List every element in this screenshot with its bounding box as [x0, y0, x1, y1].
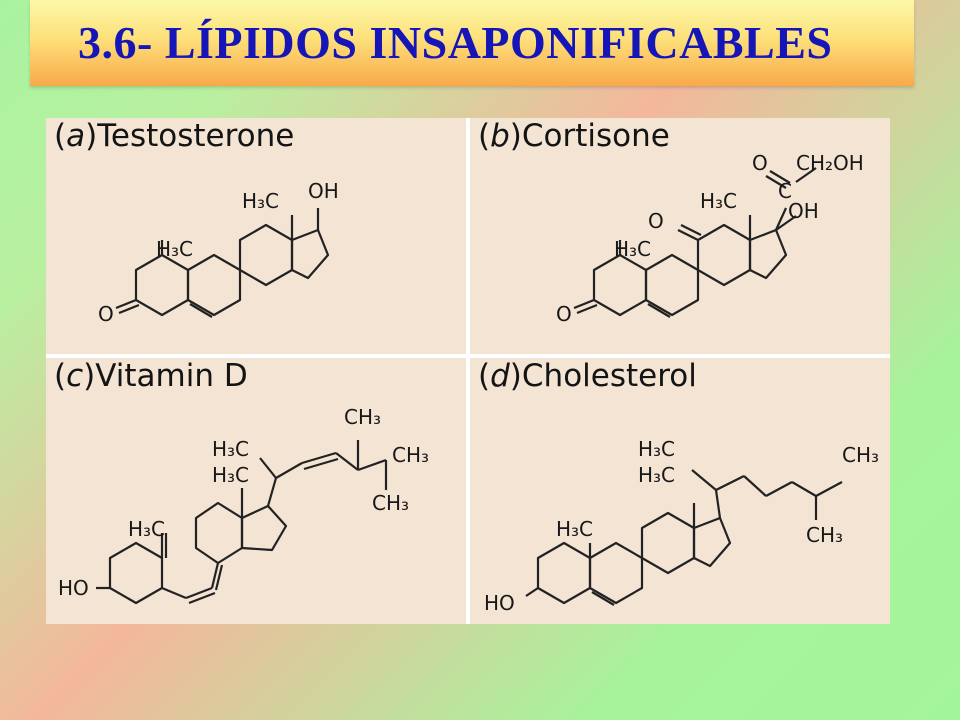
- label-ch3-c1: CH₃: [344, 405, 381, 429]
- label-h3c-b2: H₃C: [700, 189, 737, 213]
- label-ho-c: HO: [58, 576, 89, 600]
- panel-label-cholesterol: (d)Cholesterol: [478, 358, 697, 394]
- atom-o: O: [98, 302, 114, 326]
- panel-vitamin-d: (c)Vitamin D HO H₃C H₃C H₃C CH₃ CH₃ CH₃: [46, 358, 466, 624]
- panel-cortisone: (b)Cortisone O O H₃C H₃C OH C O CH₂OH: [470, 118, 890, 354]
- label-h3c-b1: H₃C: [614, 237, 651, 261]
- page-title: 3.6- LÍPIDOS INSAPONIFICABLES: [78, 17, 833, 68]
- label-h3c-d1: H₃C: [556, 517, 593, 541]
- label-oh-b: OH: [788, 199, 819, 223]
- atom-o-b2: O: [648, 209, 664, 233]
- label-h3c-c3: H₃C: [212, 463, 249, 487]
- panel-label-vitamin-d: (c)Vitamin D: [54, 358, 248, 394]
- title-banner: 3.6- LÍPIDOS INSAPONIFICABLES: [30, 0, 914, 86]
- label-h3c-a1: H₃C: [156, 237, 193, 261]
- label-ch3-c2: CH₃: [392, 443, 429, 467]
- label-h3c-c1: H₃C: [128, 517, 165, 541]
- atom-o-b1: O: [556, 302, 572, 326]
- label-ch3-c3: CH₃: [372, 491, 409, 515]
- panel-testosterone: (a)Testosterone O H₃C H₃C OH: [46, 118, 466, 354]
- vitamin-d-structure: HO H₃C H₃C H₃C CH₃ CH₃ CH₃: [58, 405, 429, 605]
- panel-cholesterol: (d)Cholesterol HO H₃C H₃C H₃C CH₃ CH₃: [470, 358, 890, 624]
- panel-divider-horizontal: [46, 354, 890, 358]
- label-h3c-c2: H₃C: [212, 437, 249, 461]
- label-h3c-a2: H₃C: [242, 189, 279, 213]
- label-ho-d: HO: [484, 591, 515, 615]
- label-h3c-d3: H₃C: [638, 463, 675, 487]
- testosterone-structure: O H₃C H₃C OH: [98, 179, 339, 326]
- panel-divider-vertical: [466, 118, 470, 624]
- cortisone-structure: O O H₃C H₃C OH C O CH₂OH: [556, 151, 864, 326]
- panel-label-cortisone: (b)Cortisone: [478, 118, 670, 154]
- atom-c-b: C: [778, 179, 792, 203]
- label-oh-a: OH: [308, 179, 339, 203]
- atom-o-b3: O: [752, 151, 768, 175]
- label-ch3-d2: CH₃: [806, 523, 843, 547]
- label-h3c-d2: H₃C: [638, 437, 675, 461]
- label-ch3-d1: CH₃: [842, 443, 879, 467]
- cholesterol-structure: HO H₃C H₃C H₃C CH₃ CH₃: [484, 437, 879, 615]
- label-ch2oh: CH₂OH: [796, 151, 864, 175]
- panel-label-testosterone: (a)Testosterone: [54, 118, 295, 154]
